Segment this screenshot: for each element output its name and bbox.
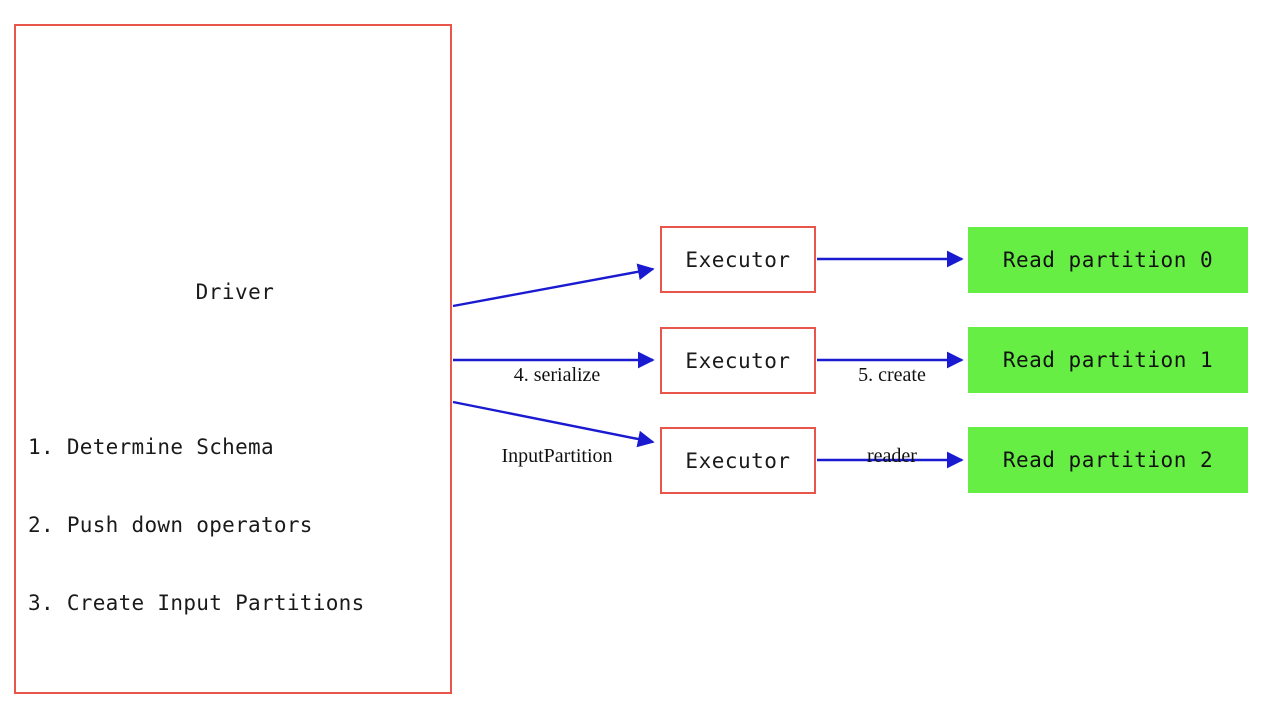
driver-step-1: 1. Determine Schema: [28, 435, 274, 459]
executor-box-0[interactable]: Executor: [660, 226, 816, 293]
edge-label-serialize-input-partition: 4. serialize InputPartition: [467, 308, 647, 524]
executor-box-2[interactable]: Executor: [660, 427, 816, 494]
executor-label: Executor: [685, 247, 791, 272]
partition-box-2[interactable]: Read partition 2: [968, 427, 1248, 493]
edge-label-line-2: reader: [867, 445, 917, 467]
partition-label: Read partition 1: [1002, 348, 1214, 372]
driver-step-2: 2. Push down operators: [28, 513, 313, 537]
driver-step-3: 3. Create Input Partitions: [28, 591, 365, 615]
edge-label-line-1: 4. serialize: [513, 364, 601, 386]
partition-box-1[interactable]: Read partition 1: [968, 327, 1248, 393]
edge-label-line-1: 5. create: [858, 364, 926, 386]
partition-label: Read partition 0: [1002, 248, 1214, 272]
driver-title: Driver: [195, 280, 275, 304]
edge-label-create-reader: 5. create reader: [822, 308, 962, 524]
partition-box-0[interactable]: Read partition 0: [968, 227, 1248, 293]
executor-box-1[interactable]: Executor: [660, 327, 816, 394]
edge-label-line-2: InputPartition: [501, 445, 613, 467]
edge-driver-to-executor-0: [452, 263, 655, 308]
partition-label: Read partition 2: [1002, 448, 1214, 472]
executor-label: Executor: [685, 348, 791, 373]
executor-label: Executor: [685, 448, 791, 473]
driver-box[interactable]: Driver 1. Determine Schema 2. Push down …: [14, 24, 452, 694]
driver-steps-list: 1. Determine Schema 2. Push down operato…: [28, 382, 448, 668]
